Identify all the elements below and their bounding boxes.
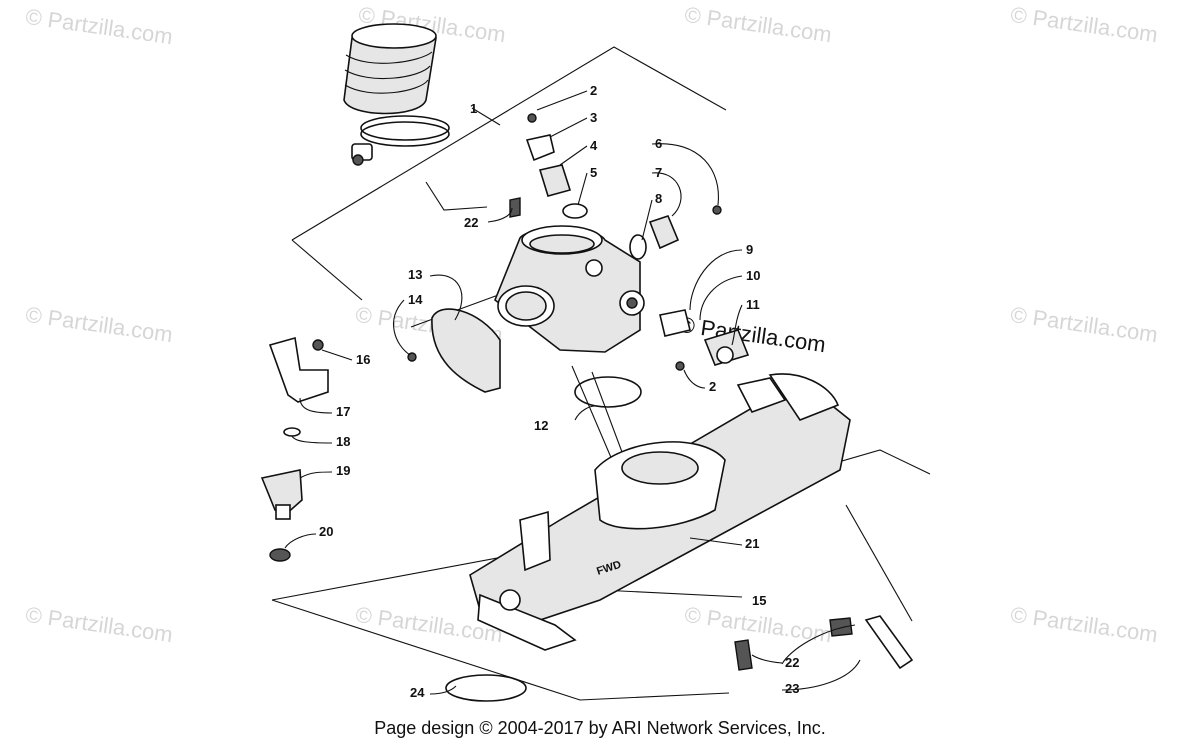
callout-label: 22 (785, 655, 799, 670)
callout-label: 10 (746, 268, 760, 283)
intake-manifold: FWD (469, 373, 851, 651)
small-parts-top (509, 113, 722, 260)
callout-label: 5 (590, 165, 597, 180)
o-ring-large (445, 674, 527, 702)
map-sensor (659, 309, 750, 371)
callout-label: 13 (408, 267, 422, 282)
callout-label: 9 (746, 242, 753, 257)
throttle-body (494, 225, 645, 353)
callout-label: 21 (745, 536, 759, 551)
callout-label: 2 (590, 83, 597, 98)
intake-boot (343, 23, 450, 166)
callout-label: 22 (464, 215, 478, 230)
callout-label: 3 (590, 110, 597, 125)
callout-label: 8 (655, 191, 662, 206)
fuel-injector (260, 336, 329, 562)
callout-label: 4 (590, 138, 598, 153)
sensor-cover (407, 308, 501, 393)
callout-label: 20 (319, 524, 333, 539)
footer-copyright: Page design © 2004-2017 by ARI Network S… (374, 718, 826, 738)
callout-label: 12 (534, 418, 548, 433)
lower-fasteners (734, 615, 914, 671)
callout-label: 18 (336, 434, 350, 449)
callout-leaders (284, 90, 861, 695)
callout-label: 2 (709, 379, 716, 394)
callout-label: 19 (336, 463, 350, 478)
callout-label: 1 (470, 101, 477, 116)
callout-label: 16 (356, 352, 370, 367)
callout-label: 15 (752, 593, 766, 608)
o-ring (574, 376, 642, 408)
callout-label: 17 (336, 404, 350, 419)
callout-label: 24 (410, 685, 425, 700)
callout-label: 11 (746, 297, 760, 312)
callout-label: 23 (785, 681, 799, 696)
callout-label: 14 (408, 292, 423, 307)
